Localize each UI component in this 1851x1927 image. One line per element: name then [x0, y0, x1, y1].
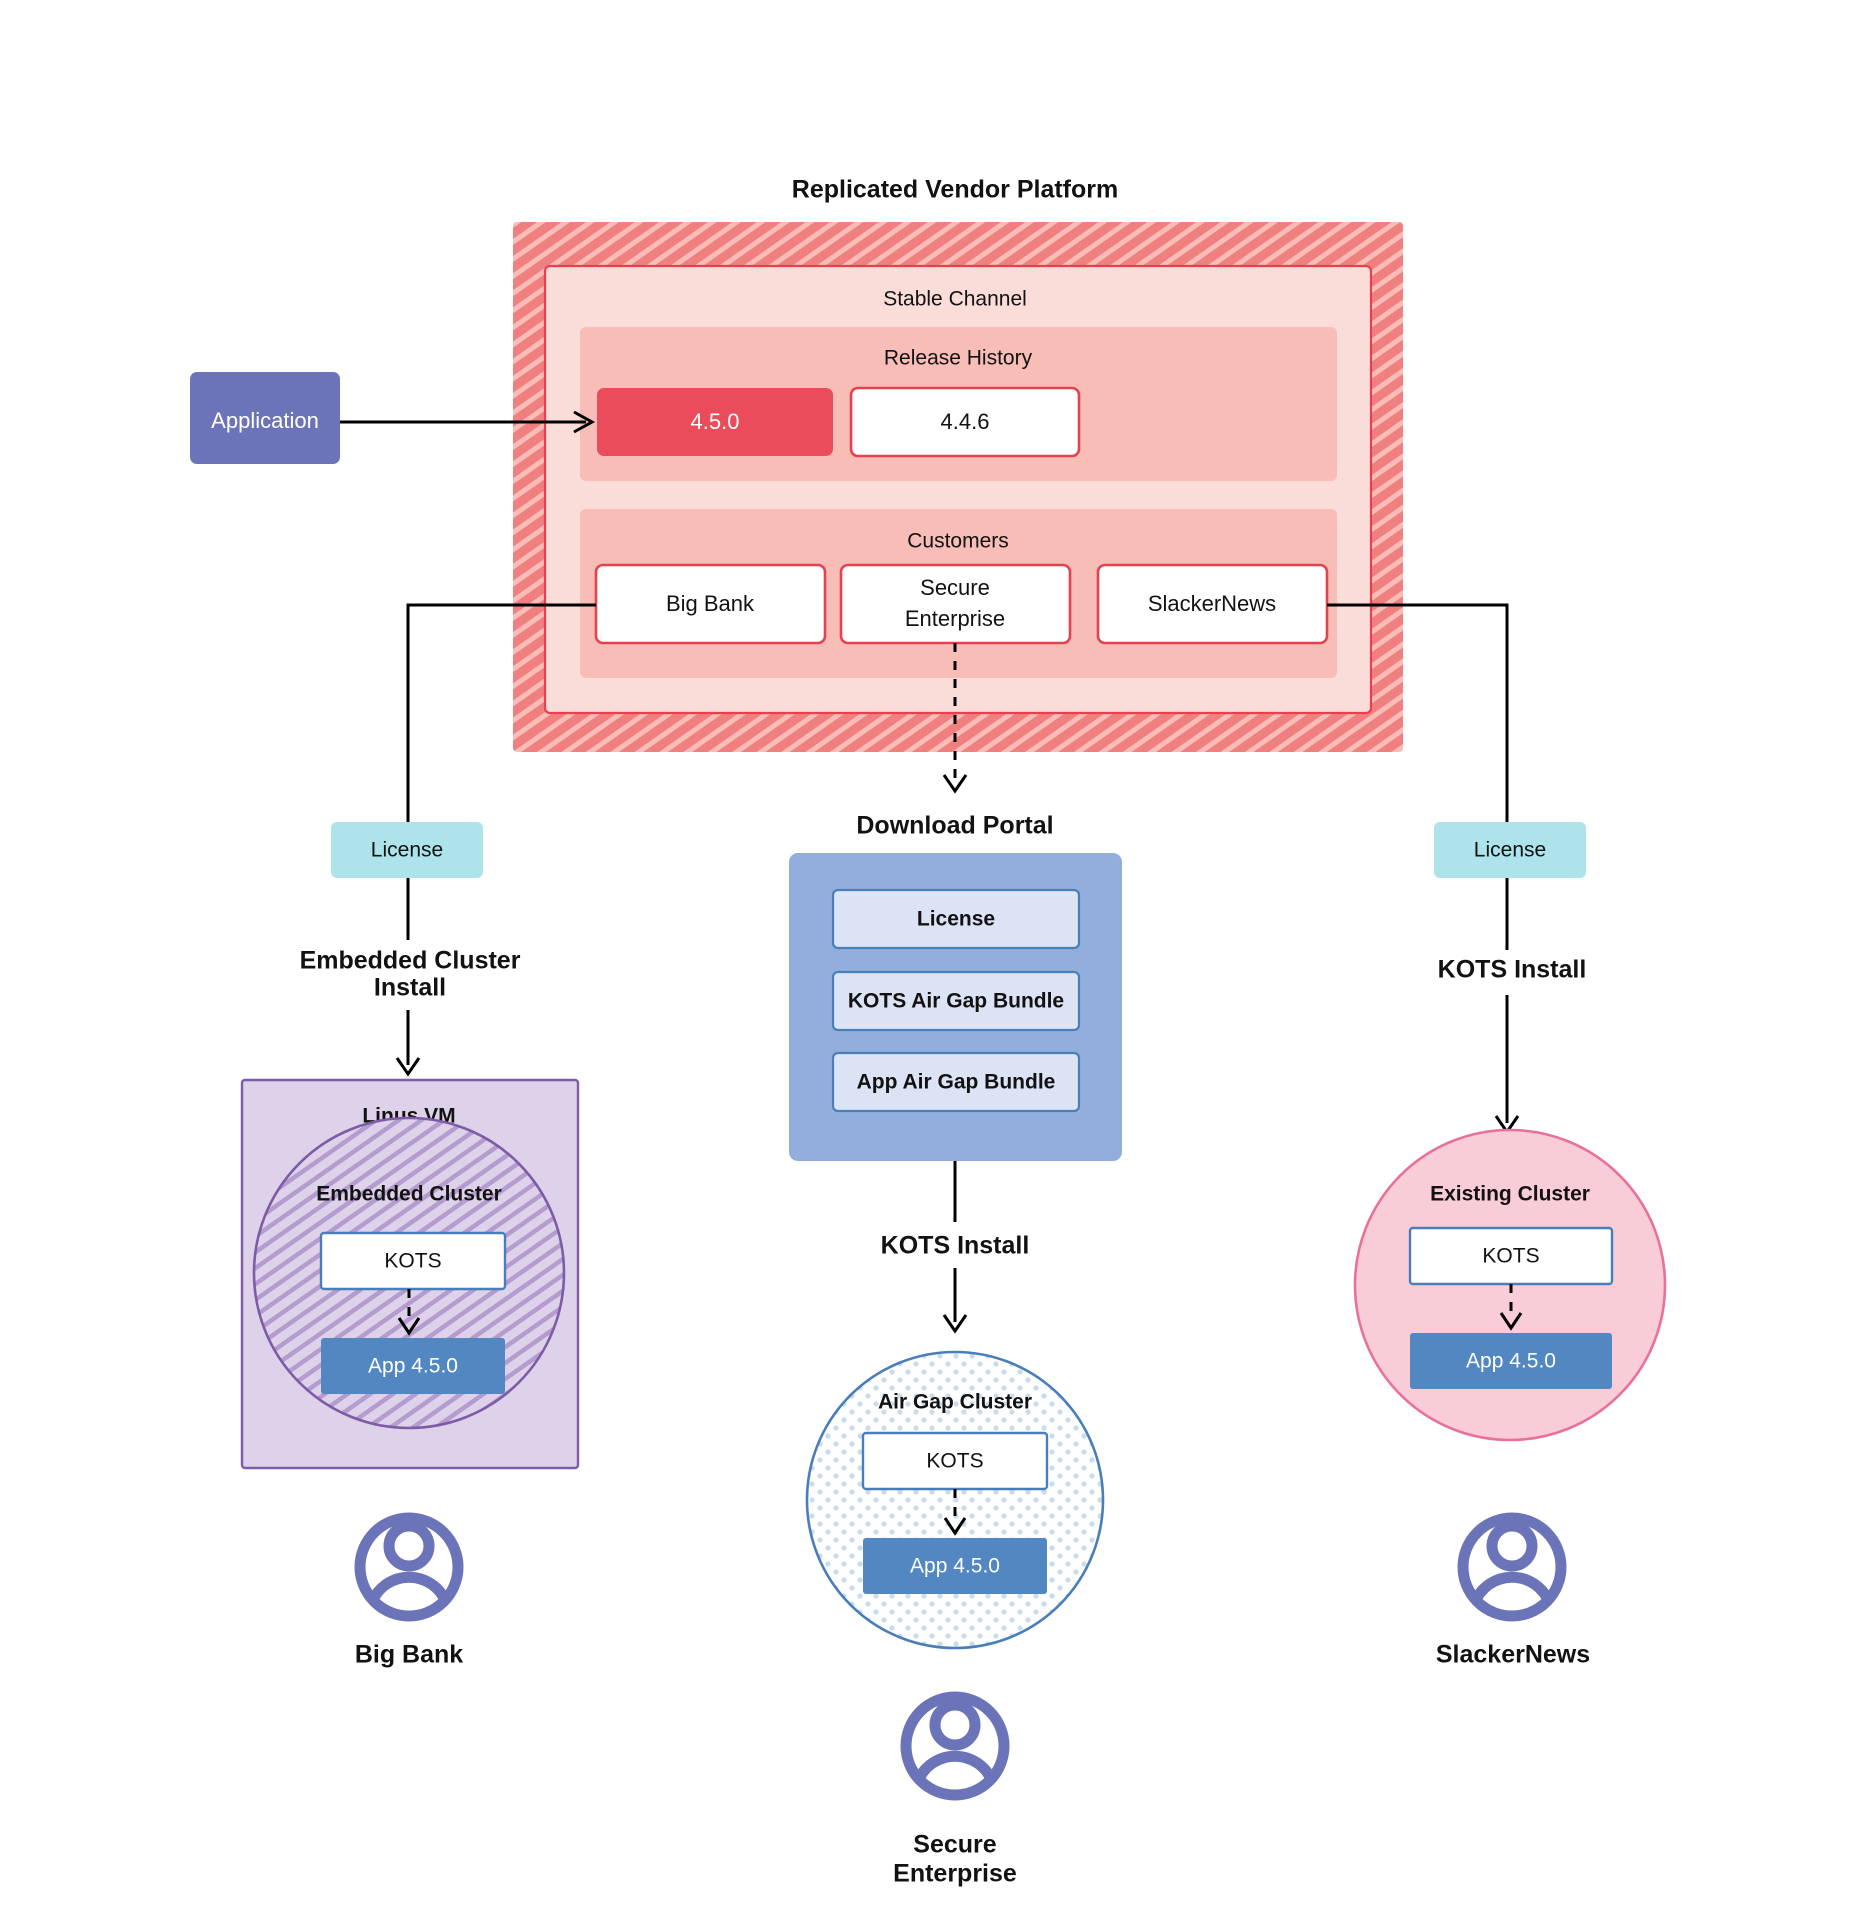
existing-cluster-label: Existing Cluster: [1430, 1183, 1590, 1206]
connector-application-to-release: [340, 410, 596, 434]
kots-label: KOTS: [1482, 1245, 1539, 1268]
connector-install-to-cluster-right: [1494, 995, 1520, 1135]
stable-channel-label: Stable Channel: [883, 288, 1027, 311]
connector-slackernews-to-license: [1327, 603, 1509, 822]
vendor-platform-group: Replicated Vendor Platform Stable Channe…: [513, 176, 1403, 752]
airgap-cluster-label: Air Gap Cluster: [878, 1391, 1032, 1414]
install-label-middle: KOTS Install: [881, 1232, 1030, 1260]
linus-vm-node: Linus VM Embedded Cluster KOTS App 4.5.0: [240, 1078, 580, 1470]
customer-label-middle-line2: Enterprise: [893, 1860, 1017, 1888]
app-node-middle: App 4.5.0: [863, 1538, 1047, 1594]
application-label: Application: [211, 408, 319, 433]
customer-label-middle-line1: Secure: [913, 1831, 996, 1859]
license-label: License: [371, 839, 443, 862]
license-badge-left[interactable]: License: [331, 822, 483, 878]
app-label: App 4.5.0: [1466, 1350, 1556, 1373]
customer-label-left: Big Bank: [355, 1641, 463, 1669]
release-history-label: Release History: [884, 347, 1033, 370]
app-node-right: App 4.5.0: [1410, 1333, 1612, 1389]
right-branch: License KOTS Install Existing Cluster KO…: [1353, 822, 1667, 1669]
portal-item-label: License: [917, 908, 995, 931]
portal-item-label: KOTS Air Gap Bundle: [848, 990, 1064, 1013]
portal-item-app-airgap-bundle[interactable]: App Air Gap Bundle: [831, 1051, 1081, 1113]
release-version-label: 4.4.6: [941, 409, 990, 434]
customer-label-right: SlackerNews: [1436, 1641, 1590, 1669]
portal-item-license[interactable]: License: [831, 888, 1081, 950]
portal-item-label: App Air Gap Bundle: [857, 1071, 1056, 1094]
connector-kots-to-app-middle: [943, 1489, 967, 1536]
connector-secure-enterprise-to-portal: [942, 643, 968, 794]
middle-branch: Download Portal License KOTS Air Gap Bun…: [789, 812, 1122, 1888]
platform-title: Replicated Vendor Platform: [792, 176, 1118, 204]
release-card-previous[interactable]: 4.4.6: [849, 386, 1081, 458]
customers-label: Customers: [907, 530, 1009, 553]
customer-name-line1: Secure: [920, 575, 990, 600]
license-badge-right[interactable]: License: [1434, 822, 1586, 878]
customer-name-label: SlackerNews: [1148, 591, 1276, 616]
app-label: App 4.5.0: [368, 1355, 458, 1378]
customer-name-label: Big Bank: [666, 591, 755, 616]
existing-cluster-node: Existing Cluster KOTS App 4.5.0: [1353, 1128, 1667, 1442]
portal-item-kots-airgap-bundle[interactable]: KOTS Air Gap Bundle: [831, 970, 1081, 1032]
connector-install-to-cluster-middle: [942, 1268, 968, 1334]
avatar-big-bank: [354, 1512, 464, 1622]
avatar-slackernews: [1457, 1512, 1567, 1622]
install-label-line1: Embedded Cluster: [300, 947, 521, 975]
kots-node-middle: KOTS: [861, 1431, 1049, 1491]
kots-node-right: KOTS: [1408, 1226, 1614, 1286]
app-node-left: App 4.5.0: [321, 1338, 505, 1394]
download-portal-title: Download Portal: [856, 812, 1053, 840]
connector-bigbank-to-license: [406, 603, 596, 822]
application-node[interactable]: Application: [190, 372, 340, 464]
customer-name-line2: Enterprise: [905, 606, 1005, 631]
avatar-secure-enterprise: [900, 1691, 1010, 1801]
connector-install-to-vm-left: [395, 1010, 421, 1077]
embedded-cluster-label: Embedded Cluster: [316, 1183, 502, 1206]
release-version-label: 4.5.0: [691, 409, 740, 434]
install-label-right: KOTS Install: [1438, 956, 1587, 984]
release-card-current[interactable]: 4.5.0: [597, 388, 833, 456]
connector-kots-to-app-right: [1499, 1284, 1523, 1331]
kots-label: KOTS: [926, 1450, 983, 1473]
license-label: License: [1474, 839, 1546, 862]
install-label-line2: Install: [374, 974, 446, 1002]
app-label: App 4.5.0: [910, 1555, 1000, 1578]
kots-label: KOTS: [384, 1250, 441, 1273]
customer-card-big-bank[interactable]: Big Bank: [594, 563, 827, 645]
connector-kots-to-app-left: [397, 1289, 421, 1336]
customer-card-secure-enterprise[interactable]: Secure Enterprise: [839, 563, 1072, 645]
customer-card-slackernews[interactable]: SlackerNews: [1096, 563, 1329, 645]
left-branch: License Embedded Cluster Install Linus V…: [240, 822, 580, 1669]
airgap-cluster-node: Air Gap Cluster KOTS App 4.5.0: [805, 1350, 1105, 1650]
kots-node-left: KOTS: [319, 1231, 507, 1291]
